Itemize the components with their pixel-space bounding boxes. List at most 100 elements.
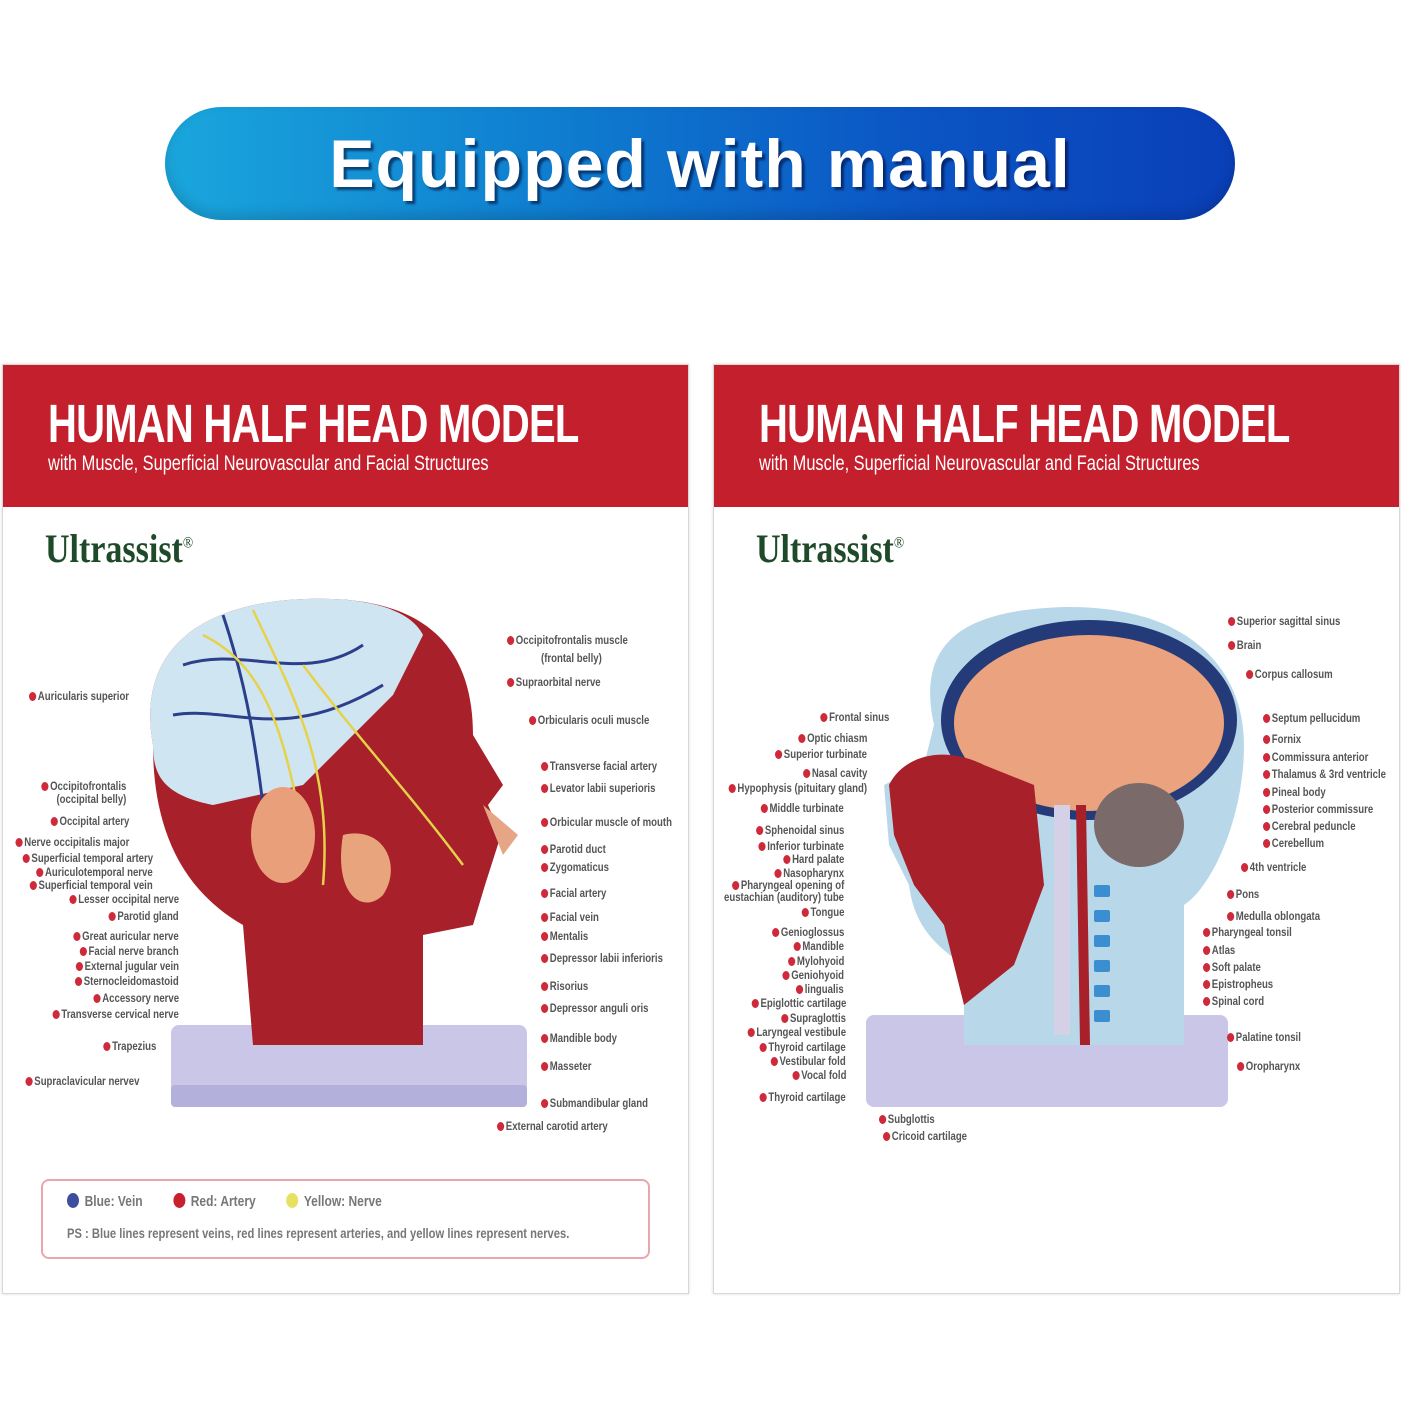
manual-header: HUMAN HALF HEAD MODEL with Muscle, Super… [714, 365, 1399, 507]
anatomy-label-text: Pons [1235, 887, 1260, 901]
marker-dot-icon [541, 1062, 549, 1071]
marker-dot-icon [1263, 822, 1271, 831]
anatomy-label-text: Soft palate [1211, 960, 1261, 974]
marker-dot-icon [36, 868, 44, 877]
anatomy-label: Submandibular gland [541, 1097, 648, 1109]
spinal-column [1076, 805, 1090, 1045]
anatomy-label: (frontal belly) [541, 652, 602, 664]
marker-dot-icon [1203, 928, 1211, 937]
marker-dot-icon [1228, 617, 1236, 626]
anatomy-label: Facial nerve branch [80, 945, 179, 957]
manual-subtitle: with Muscle, Superficial Neurovascular a… [759, 452, 1200, 475]
anatomy-label-text: Palatine tonsil [1235, 1030, 1301, 1044]
marker-dot-icon [1203, 980, 1211, 989]
marker-dot-icon [771, 928, 779, 937]
marker-dot-icon [755, 826, 763, 835]
anatomy-label-text: Orbicularis oculi muscle [537, 713, 650, 727]
marker-dot-icon [879, 1115, 887, 1124]
anatomy-label-text: Parotid gland [117, 909, 179, 923]
anatomy-label: Accessory nerve [93, 992, 179, 1004]
marker-dot-icon [69, 895, 77, 904]
marker-dot-icon [1237, 1062, 1245, 1071]
legend-label: Red: Artery [190, 1193, 256, 1210]
anatomy-label-text: Tongue [810, 905, 844, 919]
legend-item-artery: Red: Artery [173, 1193, 256, 1210]
anatomy-label-text: Posterior commissure [1271, 802, 1374, 816]
anatomy-label: Thyroid cartilage [759, 1041, 846, 1053]
airway [1054, 805, 1070, 1035]
vertebrae [1094, 885, 1110, 1022]
anatomy-label-text: Mylohyoid [796, 954, 844, 968]
marker-dot-icon [80, 947, 88, 956]
anatomy-label: Epiglottic cartilage [751, 997, 846, 1009]
anatomy-label-text: Risorius [549, 979, 589, 993]
anatomy-label-text: Medulla oblongata [1235, 909, 1321, 923]
anatomy-label: Supraglottis [781, 1012, 846, 1024]
marker-dot-icon [75, 962, 83, 971]
marker-dot-icon [541, 845, 549, 854]
anatomy-label: Orbicularis oculi muscle [529, 714, 649, 726]
anatomy-label-text: Cricoid cartilage [891, 1129, 968, 1143]
anatomy-label-text: Mandible [802, 939, 844, 953]
anatomy-label: Superior turbinate [774, 748, 867, 760]
anatomy-label-text: Brain [1236, 638, 1262, 652]
anatomy-label: Inferior turbinate [758, 840, 844, 852]
anatomy-label-text: Levator labii superioris [549, 781, 656, 795]
anatomy-label-text: Thalamus & 3rd ventricle [1271, 767, 1386, 781]
anatomy-label-text: Superior sagittal sinus [1236, 614, 1341, 628]
anatomy-label-text: Facial nerve branch [88, 944, 179, 958]
marker-dot-icon [1203, 997, 1211, 1006]
marker-dot-icon [774, 869, 782, 878]
marker-dot-icon [731, 881, 739, 890]
anatomy-label: Thyroid cartilage [759, 1091, 846, 1103]
anatomy-label: Risorius [541, 980, 588, 992]
anatomy-label: Parotid duct [541, 843, 606, 855]
anatomy-label-text: lingualis [805, 982, 844, 996]
marker-dot-icon [796, 985, 804, 994]
marker-dot-icon [751, 999, 759, 1008]
anatomy-label: Nasopharynx [774, 867, 844, 879]
anatomy-label-text: Laryngeal vestibule [756, 1025, 846, 1039]
anatomy-label: Nasal cavity [802, 767, 867, 779]
marker-dot-icon [541, 1004, 549, 1013]
marker-dot-icon [761, 804, 769, 813]
anatomy-label: Occipital artery [50, 815, 129, 827]
blue-dot-icon [67, 1193, 79, 1208]
marker-dot-icon [802, 769, 810, 778]
logo-text: Ultrassist [45, 526, 183, 571]
anatomy-label: Cerebellum [1263, 837, 1324, 849]
marker-dot-icon [759, 1043, 768, 1052]
manual-subtitle: with Muscle, Superficial Neurovascular a… [48, 452, 489, 475]
anatomy-label-text: Nerve occipitalis major [23, 835, 130, 849]
anatomy-label: Posterior commissure [1263, 803, 1373, 815]
anatomy-label: Middle turbinate [761, 802, 844, 814]
anatomy-label-text: Supraorbital nerve [515, 675, 601, 689]
anatomy-label: Fornix [1263, 733, 1301, 745]
anatomy-label: Oropharynx [1237, 1060, 1300, 1072]
anatomy-label: Orbicular muscle of mouth [541, 816, 672, 828]
marker-dot-icon [15, 838, 23, 847]
anatomy-label: Frontal sinus [819, 710, 889, 724]
anatomy-label-text: Zygomaticus [549, 860, 610, 874]
anatomy-label: Transverse cervical nerve [52, 1008, 179, 1020]
anatomy-label-text: Vocal fold [800, 1068, 846, 1082]
marker-dot-icon [1263, 805, 1271, 814]
legend-item-vein: Blue: Vein [67, 1193, 143, 1210]
banner-text: Equipped with manual [329, 126, 1071, 202]
marker-dot-icon [771, 1057, 779, 1066]
anatomy-label-text: Frontal sinus [828, 710, 889, 724]
marker-dot-icon [25, 1077, 33, 1086]
anatomy-label: Cricoid cartilage [883, 1130, 967, 1142]
anatomy-label: Depressor labii inferioris [541, 952, 663, 964]
anatomy-label-text: Great auricular nerve [82, 929, 179, 943]
anatomy-label-text: Supraclavicular nervev [33, 1074, 139, 1088]
anatomy-label: External carotid artery [497, 1120, 608, 1132]
anatomy-label: Facial vein [541, 911, 599, 923]
anatomy-label-text: Genioglossus [780, 925, 844, 939]
marker-dot-icon [1263, 735, 1271, 744]
anatomy-label: Auriculotemporal nerve [36, 866, 153, 878]
ear [251, 787, 315, 883]
anatomy-label: Occipitofrontalis muscle [507, 634, 628, 646]
marker-dot-icon [507, 678, 515, 687]
anatomy-label: Corpus callosum [1246, 668, 1333, 680]
